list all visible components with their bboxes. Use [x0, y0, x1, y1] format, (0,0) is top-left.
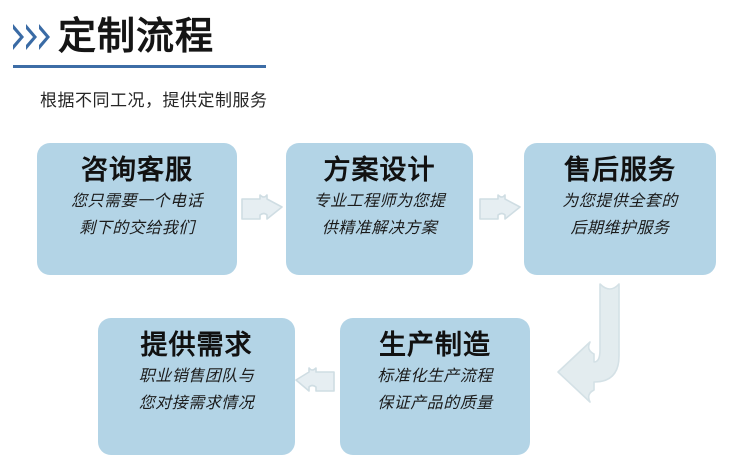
flow-step-desc-line1: 专业工程师为您提 — [313, 193, 446, 210]
flow-step-title: 提供需求 — [140, 330, 253, 360]
flow-step-desc-line2: 剩下的交给我们 — [79, 220, 195, 237]
header: 定制流程 — [0, 0, 750, 74]
flow-step-desc-line2: 您对接需求情况 — [138, 395, 255, 412]
flow-step-card-2[interactable]: 方案设计 专业工程师为您提 供精准解决方案 — [286, 143, 473, 275]
page-subtitle: 根据不同工况，提供定制服务 — [40, 91, 268, 110]
flow-step-desc-line1: 标准化生产流程 — [377, 368, 493, 385]
flow-step-desc-line1: 职业销售团队与 — [138, 368, 255, 385]
arrow-curve-down-left-icon — [556, 278, 666, 408]
flow-step-card-5[interactable]: 生产制造 标准化生产流程 保证产品的质量 — [340, 318, 530, 455]
flow-step-desc-line2: 保证产品的质量 — [377, 395, 493, 412]
flow-step-card-1[interactable]: 咨询客服 您只需要一个电话 剩下的交给我们 — [37, 143, 237, 275]
chevron-right-icon-3 — [39, 24, 50, 50]
page-title: 定制流程 — [58, 16, 215, 58]
chevron-right-icon-2 — [26, 24, 37, 50]
flow-step-title: 方案设计 — [323, 155, 436, 185]
flow-step-desc-line2: 后期维护服务 — [570, 220, 670, 237]
flow-step-desc-line2: 供精准解决方案 — [321, 220, 438, 237]
chevron-right-icon-1 — [13, 24, 24, 50]
arrow-left-icon — [294, 360, 336, 400]
title-underline — [13, 65, 266, 68]
flow-step-title: 生产制造 — [379, 330, 491, 360]
arrow-right-icon — [240, 186, 284, 228]
flow-step-card-3[interactable]: 售后服务 为您提供全套的 后期维护服务 — [524, 143, 716, 275]
triple-chevron-right-icon — [13, 24, 50, 50]
flow-step-desc-line1: 为您提供全套的 — [562, 193, 678, 210]
flow-step-card-4[interactable]: 提供需求 职业销售团队与 您对接需求情况 — [98, 318, 295, 455]
flow-step-title: 咨询客服 — [81, 155, 193, 185]
flow-step-title: 售后服务 — [564, 155, 676, 185]
flow-step-desc-line1: 您只需要一个电话 — [70, 193, 203, 210]
arrow-right-icon — [478, 186, 522, 228]
